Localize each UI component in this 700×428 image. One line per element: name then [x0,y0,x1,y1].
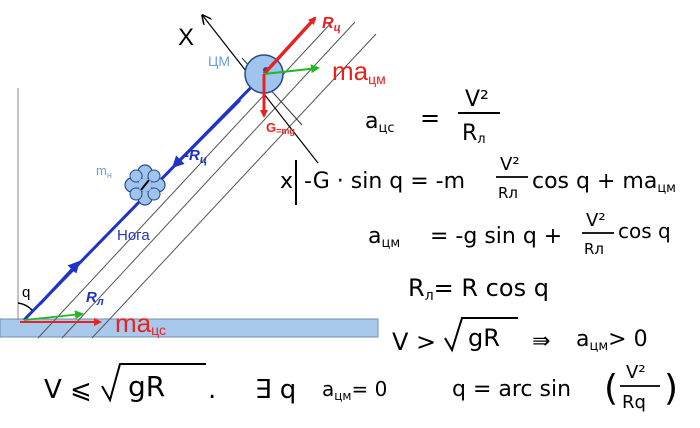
minus-rc-arrow [171,98,242,169]
eq5-rhs: aцм> 0 [576,327,648,354]
g-label: G=mg [266,120,295,136]
eq3-rest: cos q [618,219,671,243]
eq1-equals: = [420,104,440,132]
eq5-implies: ⇛ [532,329,550,354]
eq6-root: gR [128,370,165,403]
ma-c-green-arrow [23,310,84,321]
eq6-paren-close: ) [664,368,678,409]
eq6-exists: ∃ q [255,375,296,405]
eq4: Rл= R cos q [408,274,549,304]
eq6-denominator: Rq [622,392,646,413]
ma-c-label: maцс [115,308,166,338]
eq2-lhs: -G · sin q = -m [304,169,465,194]
eq6-q: q = arc sin [452,377,571,402]
minus-rc-label: -Rц [184,147,207,166]
eq2-axis: x [280,169,293,194]
angle-label: q [22,284,30,301]
angle-arc [17,302,33,311]
ma-cm-arrow [263,64,320,75]
guide-line-2 [61,21,356,339]
eq6-paren-open: ( [604,368,618,409]
x-axis-label: X [178,24,194,51]
eq1-denominator: Rл [462,121,486,147]
rl-arrow [38,260,81,306]
eq6-dot: . [208,375,216,405]
leg-label: Нога [117,227,150,244]
leg-joint-icon [124,164,166,206]
eq5-root-sign [444,317,518,353]
eq3-denominator: Rл [584,240,604,258]
eq5-lhs: V > [392,328,436,356]
eq6-numerator: V² [626,362,646,383]
eq1-lhs: aцс [365,109,394,136]
eq5-root: gR [468,324,500,352]
eq6-root-sign [101,363,206,403]
rc-label: Rц [322,15,341,34]
rl-label: Rл [86,289,104,308]
eq2-rest: cos q + maцм [532,169,676,196]
eq3-lhs: aцм [368,224,400,251]
eq1-numerator: V² [465,87,489,112]
mn-label: mн [96,163,112,180]
eq6-lhs: V ⩽ [44,375,92,405]
eq3-mid: = -g sin q + [430,224,562,249]
ma-cm-label: maцм [332,56,386,87]
cm-label: ЦМ [208,53,230,69]
rc-arrow [262,16,317,76]
guide-line-3 [91,33,377,339]
eq3-numerator: V² [586,210,606,231]
eq2-denominator: Rл [498,184,518,202]
eq6-a: aцм= 0 [322,377,387,403]
eq2-numerator: V² [500,154,520,175]
